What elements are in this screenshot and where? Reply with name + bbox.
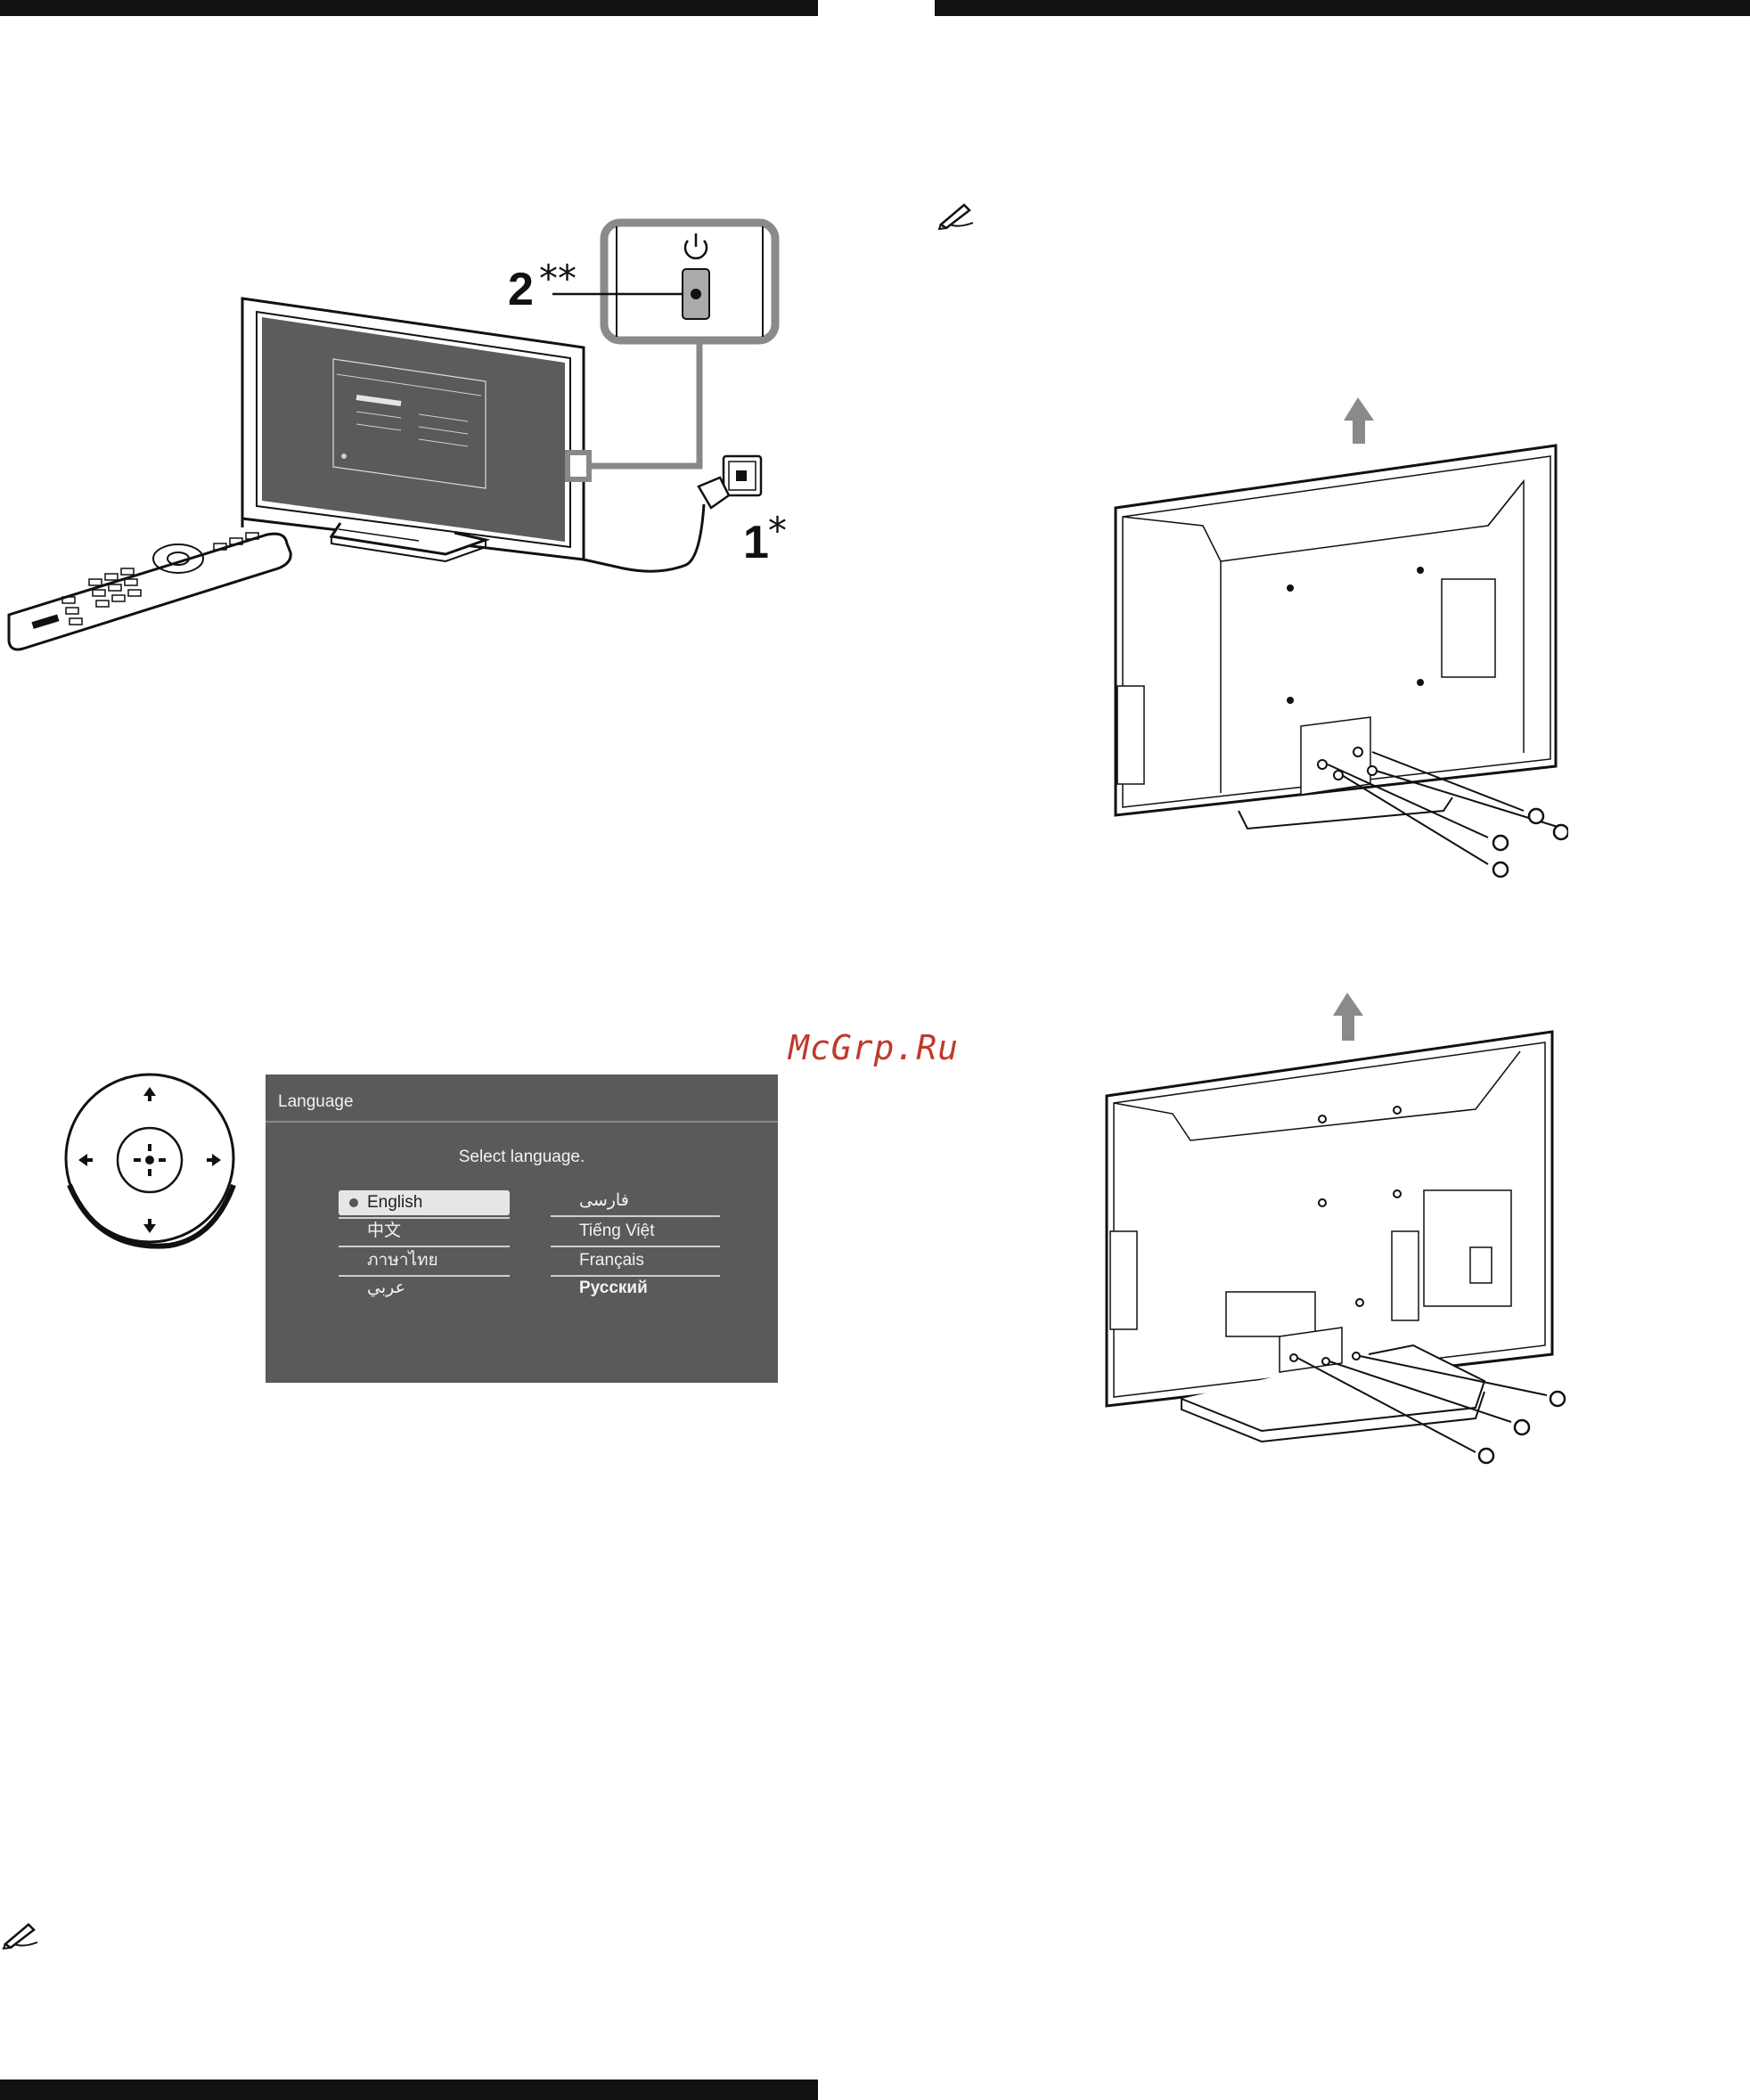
bottom-bar-left — [0, 2080, 818, 2100]
step-2-label: 2 — [508, 264, 534, 315]
language-option-label: Français — [579, 1251, 644, 1270]
language-option-label: English — [367, 1193, 422, 1212]
up-arrow-icon-2 — [1333, 993, 1363, 1041]
tv-back-stand-removal-1 — [1105, 392, 1568, 900]
option-divider — [551, 1246, 720, 1247]
language-option-russian[interactable]: Русский — [551, 1276, 722, 1301]
option-divider — [339, 1246, 510, 1247]
language-menu: Language Select language. English 中文 ภาษ… — [266, 1075, 778, 1383]
wall-socket — [724, 456, 761, 495]
language-option-label: فارسی — [579, 1191, 629, 1210]
language-option-label: Русский — [579, 1279, 648, 1297]
dpad-icon — [62, 1069, 241, 1256]
language-option-thai[interactable]: ภาษาไทย — [339, 1248, 510, 1273]
pencil-note-icon — [937, 201, 977, 230]
selected-dot-icon — [349, 1198, 358, 1207]
language-menu-title: Language — [278, 1092, 354, 1112]
step-1-mark: * — [768, 509, 787, 552]
power-plug — [584, 478, 729, 571]
top-bar-right — [935, 0, 1750, 16]
option-divider — [551, 1215, 720, 1217]
power-panel — [552, 223, 775, 340]
tv-back-stand-removal-2 — [1101, 989, 1574, 1470]
language-option-french[interactable]: Français — [551, 1248, 722, 1273]
tv-setup-illustration: 2 ** 1 * — [0, 205, 820, 668]
language-option-label: Tiếng Việt — [579, 1222, 655, 1240]
tv-front — [242, 298, 584, 561]
watermark: McGrp.Ru — [789, 1028, 959, 1067]
language-option-chinese[interactable]: 中文 — [339, 1219, 510, 1244]
language-option-english[interactable]: English — [339, 1190, 510, 1215]
language-option-label: 中文 — [367, 1222, 401, 1240]
language-option-farsi[interactable]: فارسی — [551, 1189, 722, 1213]
language-option-label: عربي — [367, 1279, 405, 1297]
step-1-label: 1 — [743, 517, 769, 568]
language-menu-divider — [266, 1121, 778, 1123]
top-bar-left — [0, 0, 818, 16]
step-2-mark: ** — [539, 257, 577, 300]
remote-control — [9, 533, 290, 650]
language-option-arabic[interactable]: عربي — [339, 1276, 510, 1301]
language-menu-heading: Select language. — [266, 1148, 778, 1167]
language-option-label: ภาษาไทย — [367, 1251, 438, 1270]
language-option-vietnamese[interactable]: Tiếng Việt — [551, 1219, 722, 1244]
pencil-note-icon-bottom — [2, 1921, 41, 1949]
up-arrow-icon — [1344, 397, 1374, 444]
